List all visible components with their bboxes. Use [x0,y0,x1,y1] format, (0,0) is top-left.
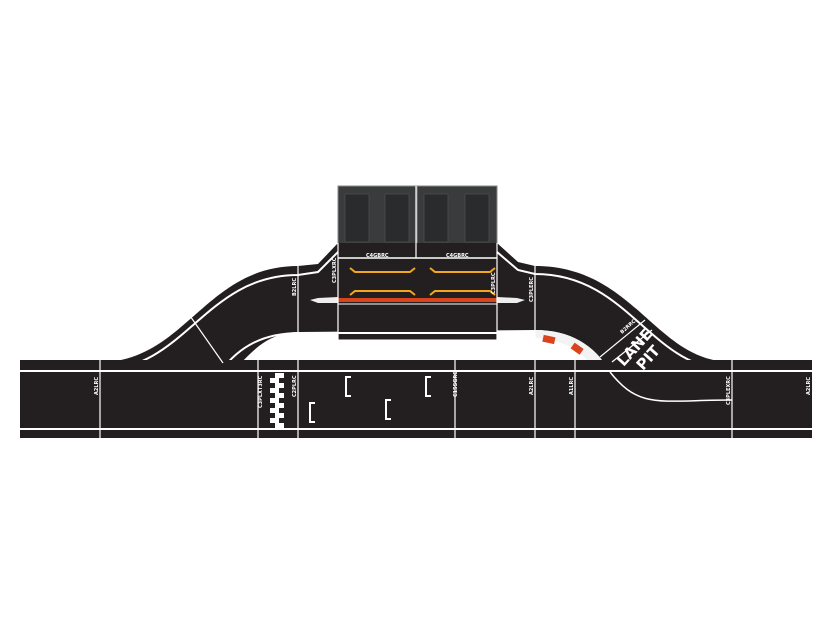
piece-label: A2LRC [806,377,812,395]
garage-left [337,185,417,251]
pit-markings [349,267,496,296]
piece-label: C3PLXT3RC [258,375,264,408]
piece-label: C4GBRC [446,253,469,259]
grid-markers [309,376,431,423]
piece-label: C3PLEXRC [726,376,732,405]
piece-label: A2LRC [529,377,535,395]
main-straight [20,360,812,438]
piece-label: A2LRC [94,377,100,395]
garage-right [416,185,498,251]
piece-label: A1LRC [569,377,575,395]
piece-label: C3PLERC [529,277,535,302]
piece-label: C15SGRC [453,371,459,397]
piece-label: B2LRC [292,278,298,296]
pit-red-line [338,298,497,302]
start-finish-line [270,373,284,428]
piece-label: C4GBRC [366,253,389,259]
piece-label: C2PLRC [292,375,298,397]
piece-label: C3PLXRC [332,257,338,283]
piece-label: C3PLRC [491,272,497,294]
